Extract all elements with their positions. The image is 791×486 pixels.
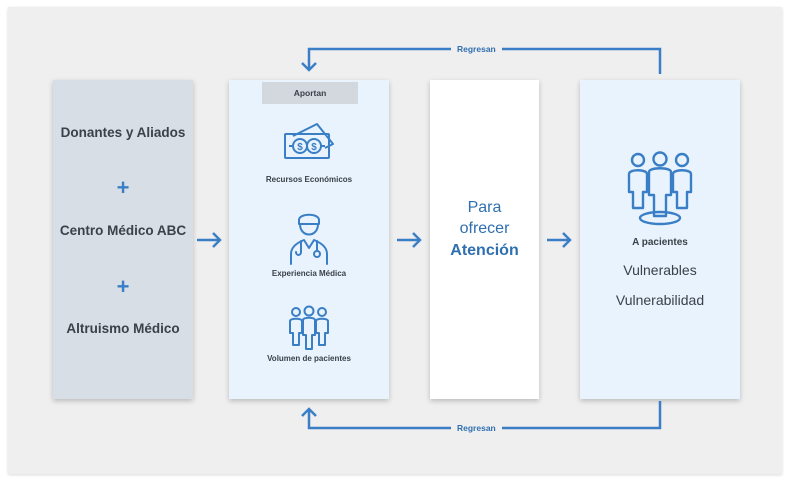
to-patients-label: A pacientes [632,237,688,248]
svg-text:$: $ [311,142,317,153]
forward-arrow [397,232,422,248]
contributes-tag: Aportan [262,82,358,104]
forward-arrow [197,232,222,248]
doctor-icon [290,213,328,265]
money-icon: $ $ [284,123,334,159]
forward-arrow [547,232,572,248]
patients-panel: A pacientes Vulnerables Vulnerabilidad [580,80,740,399]
patients-group-icon [627,151,693,226]
economic-resources-label: Recursos Económicos [265,175,353,184]
patient-volume-label: Volumen de pacientes [267,354,351,363]
altruism-text: Altruismo Médico [66,321,180,336]
attention-panel: Para ofrecer Atención [430,80,539,399]
plus-sign: + [116,274,130,299]
donors-panel: Donantes y Aliados + Centro Médico ABC +… [53,80,193,399]
plus-sign: + [116,175,130,200]
svg-text:$: $ [297,142,303,153]
donors-text: Donantes y Aliados [60,125,186,140]
contributions-panel: Aportan $ $ Recursos Económicos Experien… [229,80,389,399]
bottom-return-label: Regresan [451,422,502,434]
attention-line-3: Atención [450,242,519,259]
vulnerability-label: Vulnerabilidad [615,292,705,308]
medical-center-text: Centro Médico ABC [59,223,187,238]
vulnerable-label: Vulnerables [623,262,697,278]
attention-line-1: Para [467,199,502,216]
people-icon [289,305,329,350]
top-return-label: Regresan [451,43,502,55]
medical-experience-label: Experiencia Médica [271,269,347,278]
attention-line-2: ofrecer [459,220,510,237]
